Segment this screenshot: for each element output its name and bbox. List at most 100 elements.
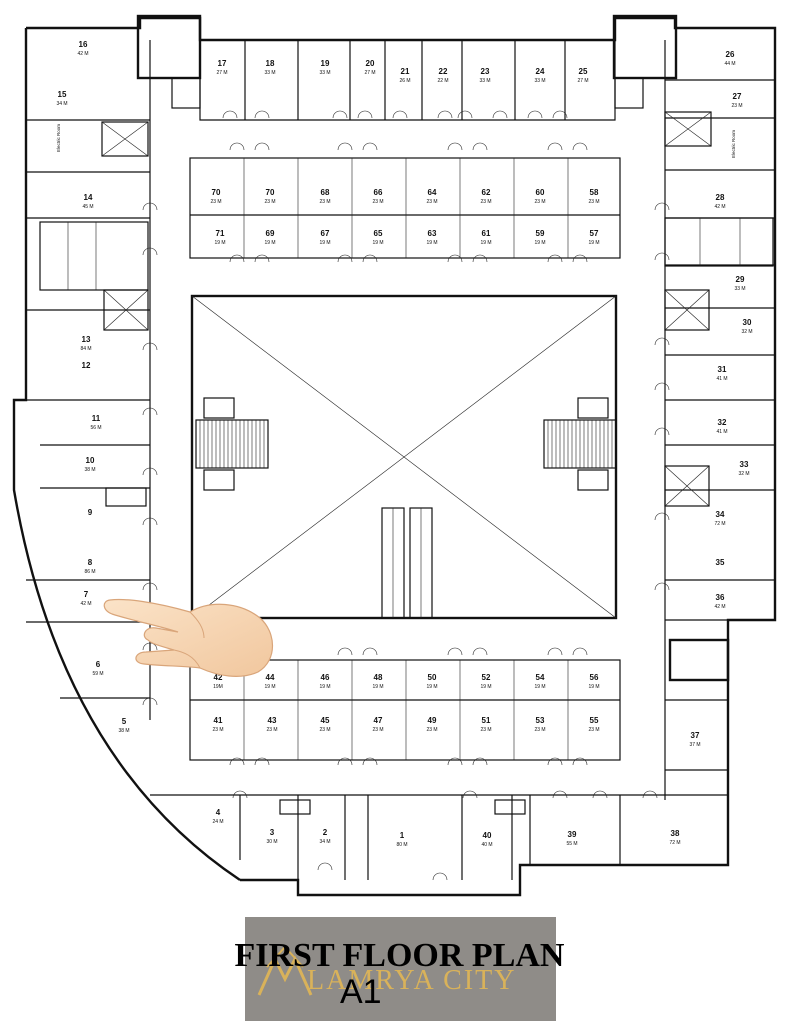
unit-area: 23 M — [480, 727, 491, 733]
door-swing — [472, 647, 488, 656]
unit-number: 12 — [82, 361, 91, 370]
door-swing — [142, 697, 158, 706]
unit-area: 23 M — [264, 199, 275, 205]
unit-area: 33 M — [734, 286, 745, 292]
unit-area: 23 M — [534, 199, 545, 205]
door-swing — [654, 252, 670, 261]
door-swing — [362, 647, 378, 656]
unit-number: 57 — [590, 229, 599, 238]
door-swing — [222, 110, 238, 119]
unit-number: 45 — [321, 716, 330, 725]
unit-area: 24 M — [212, 819, 223, 825]
door-swing — [472, 142, 488, 151]
unit-number: 58 — [590, 188, 599, 197]
unit-number: 68 — [321, 188, 330, 197]
unit-number: 53 — [536, 716, 545, 725]
unit-area: 59 M — [92, 671, 103, 677]
unit-area: 19 M — [426, 684, 437, 690]
unit-number: 69 — [266, 229, 275, 238]
unit-number: 23 — [481, 67, 490, 76]
door-swing — [654, 512, 670, 521]
unit-area: 19 M — [319, 684, 330, 690]
unit-area: 23 M — [212, 727, 223, 733]
door-swing — [254, 254, 270, 263]
door-swing — [317, 862, 333, 871]
pointing-hand-icon — [103, 598, 273, 677]
unit-area: 23 M — [319, 727, 330, 733]
unit-area: 23 M — [210, 199, 221, 205]
atrium-stairs — [195, 397, 617, 491]
plan-title: FIRST FLOOR PLAN — [234, 937, 565, 974]
unit-number: 61 — [482, 229, 491, 238]
unit-number: 50 — [428, 673, 437, 682]
upper-shop-block — [189, 157, 621, 259]
plan-subtitle: A1 — [340, 973, 382, 1011]
door-swing — [142, 642, 158, 651]
unit-number: 44 — [266, 673, 275, 682]
unit-number: 13 — [82, 335, 91, 344]
door-swing — [362, 757, 378, 766]
unit-area: 80 M — [396, 842, 407, 848]
unit-area: 33 M — [264, 70, 275, 76]
unit-area: 22 M — [437, 78, 448, 84]
unit-area: 19 M — [480, 684, 491, 690]
door-swing — [254, 757, 270, 766]
unit-area: 23 M — [426, 199, 437, 205]
unit-number: 71 — [216, 229, 225, 238]
unit-area: 23 M — [480, 199, 491, 205]
unit-number: 59 — [536, 229, 545, 238]
door-swing — [142, 407, 158, 416]
door-swing — [337, 142, 353, 151]
door-swing — [572, 647, 588, 656]
unit-area: 19 M — [534, 684, 545, 690]
unit-area: 33 M — [479, 78, 490, 84]
unit-area: 72 M — [669, 840, 680, 846]
door-swing — [229, 142, 245, 151]
unit-area: 56 M — [90, 425, 101, 431]
unit-number: 43 — [268, 716, 277, 725]
unit-area: 19 M — [264, 684, 275, 690]
unit-area: 38 M — [118, 728, 129, 734]
door-swing — [592, 790, 608, 799]
unit-number: 41 — [214, 716, 223, 725]
unit-number: 28 — [716, 193, 725, 202]
unit-area: 42 M — [77, 51, 88, 57]
unit-area: 30 M — [266, 839, 277, 845]
unit-number: 63 — [428, 229, 437, 238]
door-swing — [432, 872, 448, 881]
title-banner — [245, 917, 556, 1021]
door-swing — [654, 382, 670, 391]
unit-area: 86 M — [84, 569, 95, 575]
unit-number: 32 — [718, 418, 727, 427]
unit-area: 42 M — [80, 601, 91, 607]
unit-number: 56 — [590, 673, 599, 682]
door-swing — [142, 247, 158, 256]
unit-number: 9 — [88, 508, 93, 517]
unit-number: 24 — [536, 67, 545, 76]
unit-area: 34 M — [56, 101, 67, 107]
unit-area: 23 M — [266, 727, 277, 733]
door-swing — [232, 790, 248, 799]
door-swing — [142, 342, 158, 351]
unit-area: 42 M — [714, 604, 725, 610]
electric-room-label-right: Electric Room — [731, 130, 736, 158]
door-swing — [457, 110, 473, 119]
unit-number: 2 — [323, 828, 328, 837]
unit-area: 34 M — [319, 839, 330, 845]
unit-number: 27 — [733, 92, 742, 101]
door-swing — [462, 790, 478, 799]
unit-number: 11 — [92, 414, 101, 423]
door-swing — [547, 142, 563, 151]
door-swing — [572, 757, 588, 766]
unit-number: 70 — [266, 188, 275, 197]
door-swing — [447, 142, 463, 151]
unit-number: 36 — [716, 593, 725, 602]
unit-area: 23 M — [534, 727, 545, 733]
unit-number: 30 — [743, 318, 752, 327]
unit-number: 55 — [590, 716, 599, 725]
door-swing — [527, 110, 543, 119]
stair-cores — [101, 14, 730, 815]
door-swing — [654, 202, 670, 211]
unit-area: 23 M — [731, 103, 742, 109]
